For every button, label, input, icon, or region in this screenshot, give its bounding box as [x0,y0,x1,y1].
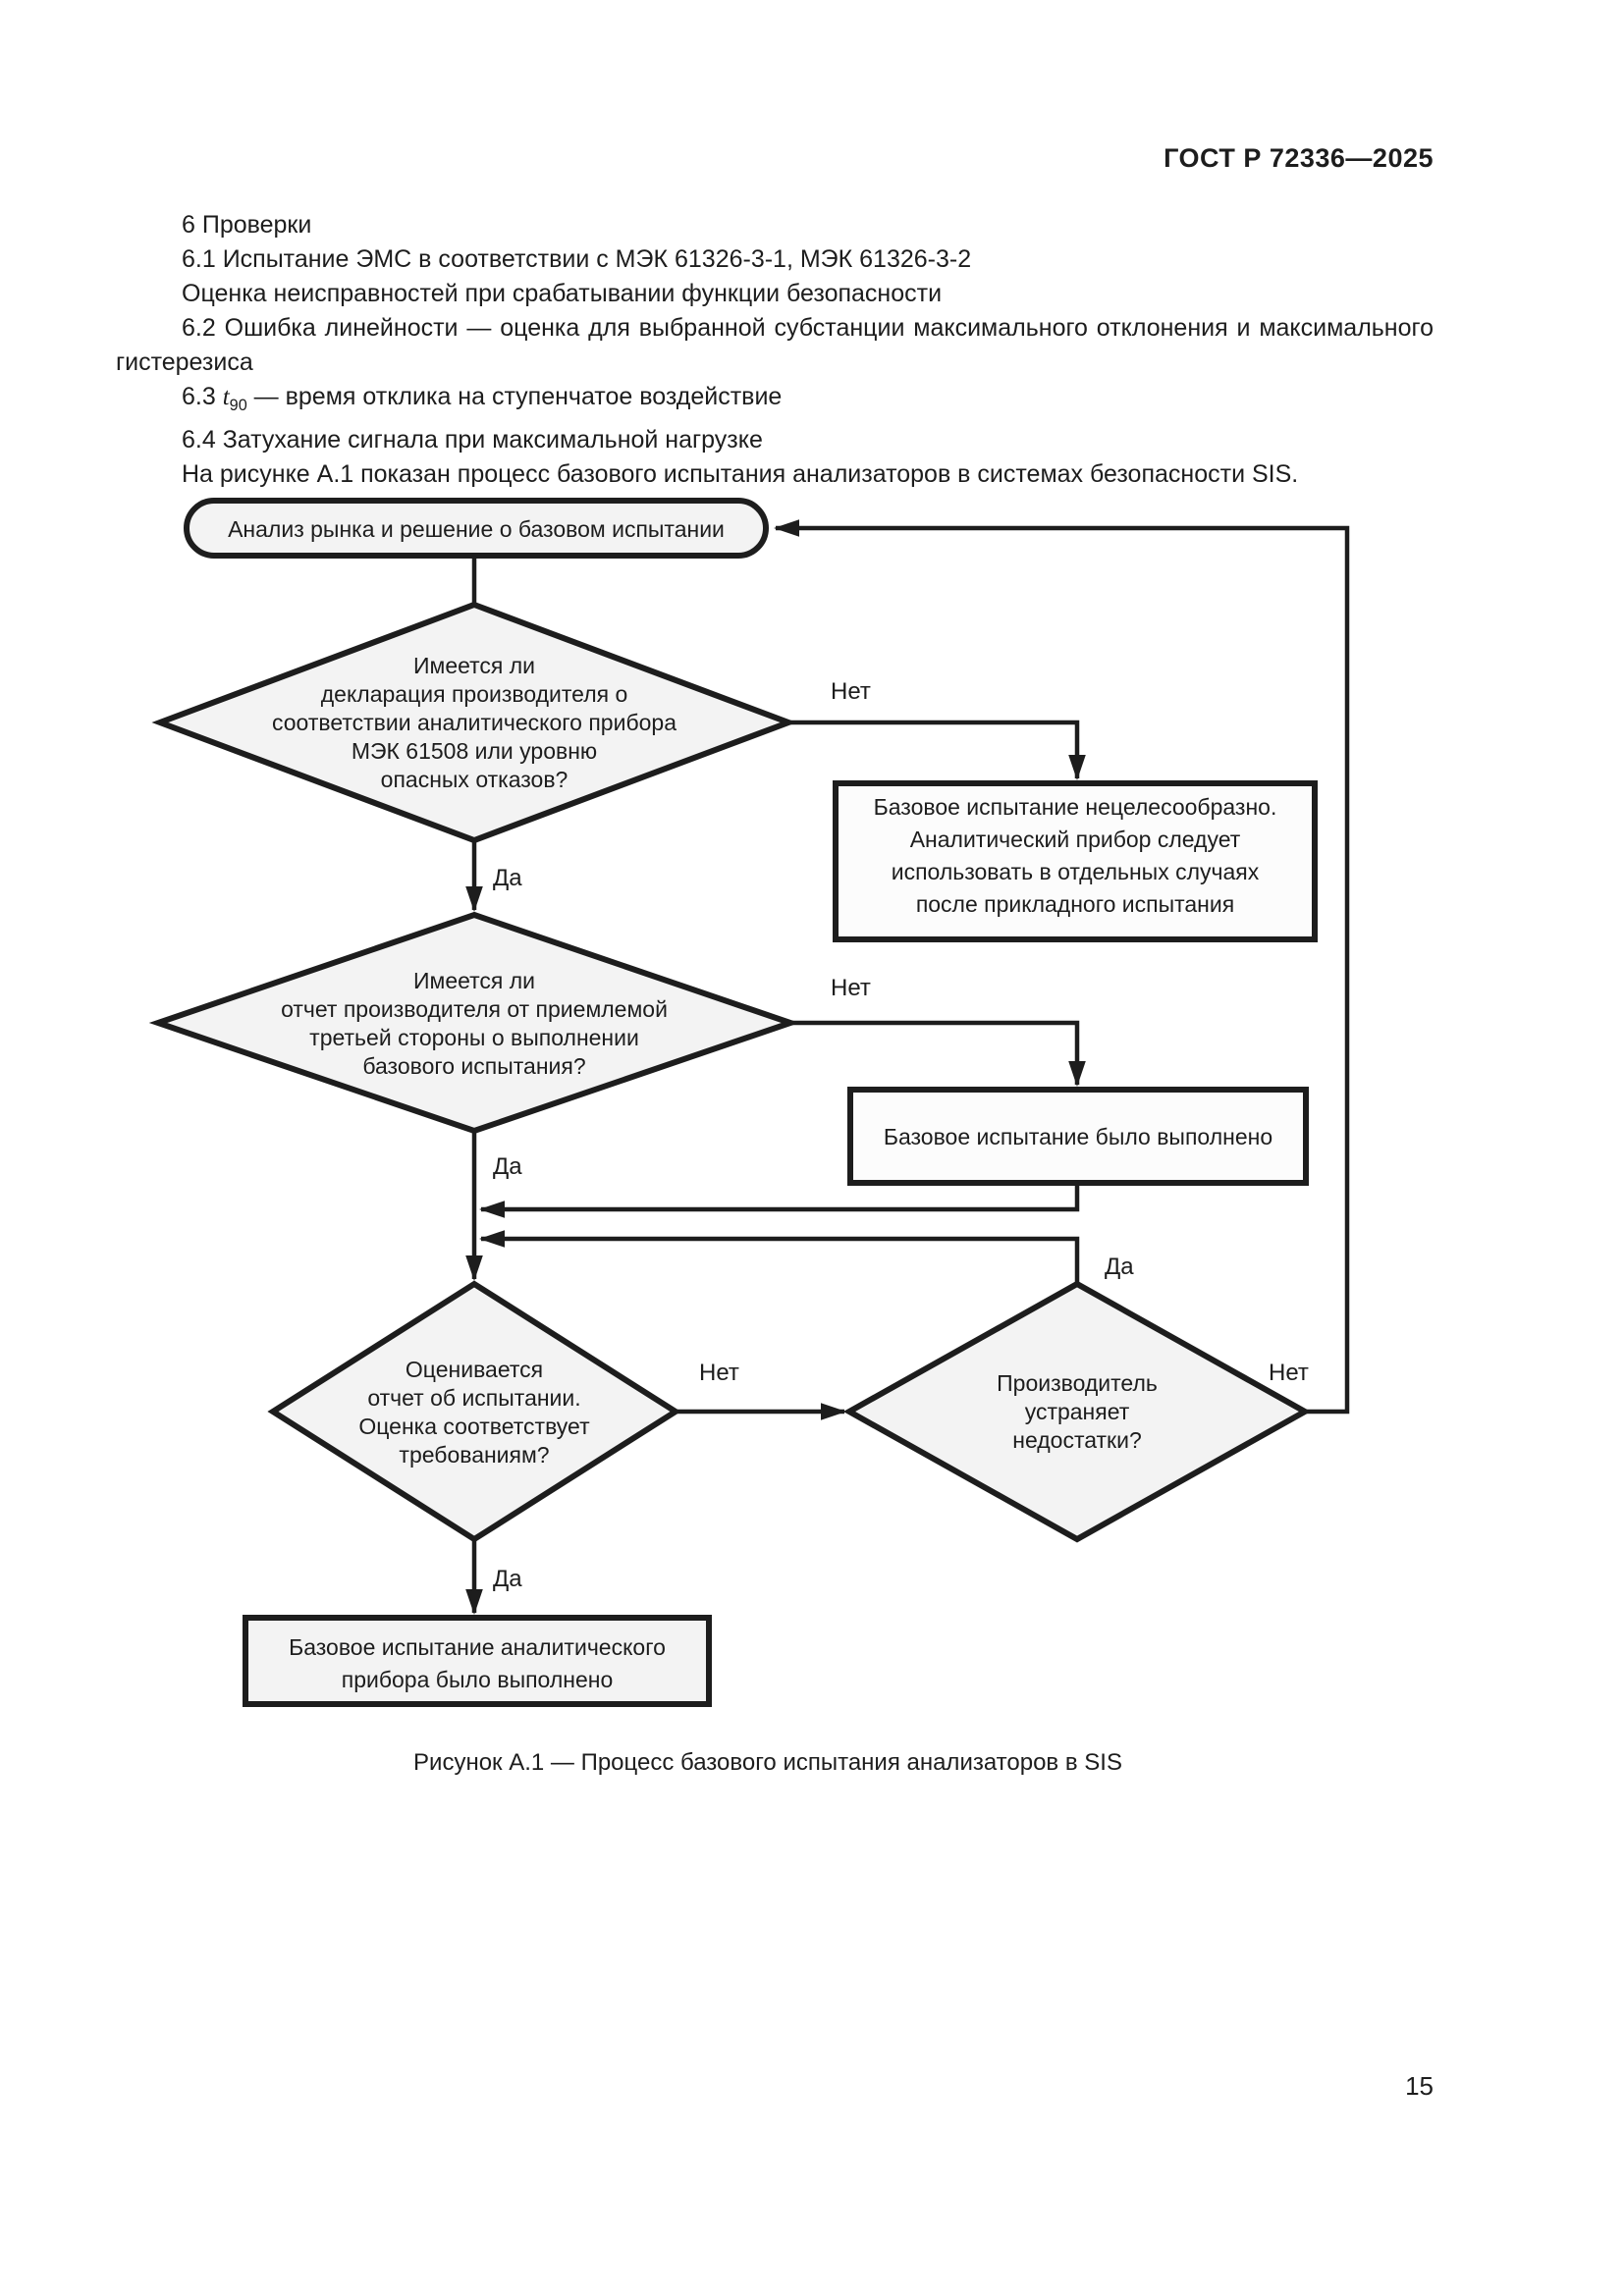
connector-d2-no [790,1020,1086,1087]
result-not-expedient-line: Аналитический прибор следует [910,827,1241,852]
clause-6-3-subscript: 90 [229,397,247,414]
decision-report-evaluation-diamond [267,1280,681,1543]
clause-6-3-number: 6.3 [182,383,223,410]
figure-caption: Рисунок А.1 — Процесс базового испытания… [413,1749,1122,1776]
decision-report-evaluation-line: Оценка соответствует [358,1414,590,1439]
decision-report-evaluation-line: отчет об испытании. [367,1385,580,1411]
result-analyzer-test-line: прибора было выполнено [342,1667,614,1692]
result-analyzer-test-performed-box [243,1615,712,1707]
result-test-performed-box [847,1087,1309,1186]
page-number: 15 [1405,2071,1434,2101]
decision-third-party-report-diamond [148,911,800,1135]
decision-third-party-line: третьей стороны о выполнении [309,1025,639,1050]
page-header: ГОСТ Р 72336—2025 [1164,143,1434,173]
decision-report-evaluation-line: Оценивается [406,1357,543,1382]
decision-third-party-line: отчет производителя от приемлемой [281,996,668,1022]
result-not-expedient-line: Базовое испытание нецелесообразно. [874,794,1277,820]
decision-declaration-line: МЭК 61508 или уровню [352,738,597,764]
decision-report-evaluation-line: требованиям? [399,1442,549,1468]
clause-6-1: 6.1 Испытание ЭМС в соответствии с МЭК 6… [182,245,972,273]
decision-third-party-line: Имеется ли [413,968,535,993]
label-yes-d2: Да [493,1153,522,1180]
decision-manufacturer-fixes-diamond [842,1280,1312,1543]
clause-6: 6 Проверки [182,211,312,239]
connector-r2-exit-merge [479,1183,1080,1218]
decision-manufacturer-fixes-line: устраняет [1025,1399,1130,1424]
result-not-expedient-box [833,780,1318,942]
result-not-expedient-line: после прикладного испытания [916,891,1234,917]
decision-declaration-diamond [151,601,797,844]
start-terminator [184,498,769,559]
clause-6-2: 6.2 Ошибка линейности — оценка для выбра… [116,314,1434,376]
result-not-expedient-line: использовать в отдельных случаях [892,859,1260,884]
decision-declaration-line: Имеется ли [413,653,535,678]
connector-d1-no [788,720,1086,780]
label-no-d4: Нет [1269,1360,1309,1386]
clause-6-3-variable: t [222,384,230,410]
decision-manufacturer-fixes-line: недостатки? [1012,1427,1142,1453]
clauses-block: 6 Проверки 6.1 Испытание ЭМС в соответст… [116,208,1434,492]
decision-third-party-line: базового испытания? [362,1053,585,1079]
label-no-d1: Нет [831,678,871,705]
start-terminator-label: Анализ рынка и решение о базовом испытан… [228,516,725,542]
label-yes-d1: Да [493,865,522,891]
figure-intro: На рисунке А.1 показан процесс базового … [182,460,1299,488]
connector-d4-no-feedback [774,519,1350,1415]
clause-6-1-note: Оценка неисправностей при срабатывании ф… [182,280,943,307]
label-no-d3: Нет [699,1360,739,1386]
decision-declaration-line: соответствии аналитического прибора [272,710,677,735]
label-no-d2: Нет [831,975,871,1001]
label-yes-d4-feedback: Да [1105,1254,1134,1280]
decision-manufacturer-fixes-line: Производитель [997,1370,1158,1396]
clause-6-3-text: — время отклика на ступенчатое воздейств… [246,383,783,410]
clause-6-4: 6.4 Затухание сигнала при максимальной н… [182,426,763,454]
label-yes-d3: Да [493,1566,522,1592]
decision-declaration-line: декларация производителя о [321,681,628,707]
result-test-performed-line: Базовое испытание было выполнено [884,1124,1272,1149]
result-analyzer-test-line: Базовое испытание аналитического [289,1634,666,1660]
connector-d4-yes-merge [479,1230,1080,1284]
clause-6-3: 6.3 t90 — время отклика на ступенчатое в… [116,380,1434,423]
decision-declaration-line: опасных отказов? [381,767,568,792]
